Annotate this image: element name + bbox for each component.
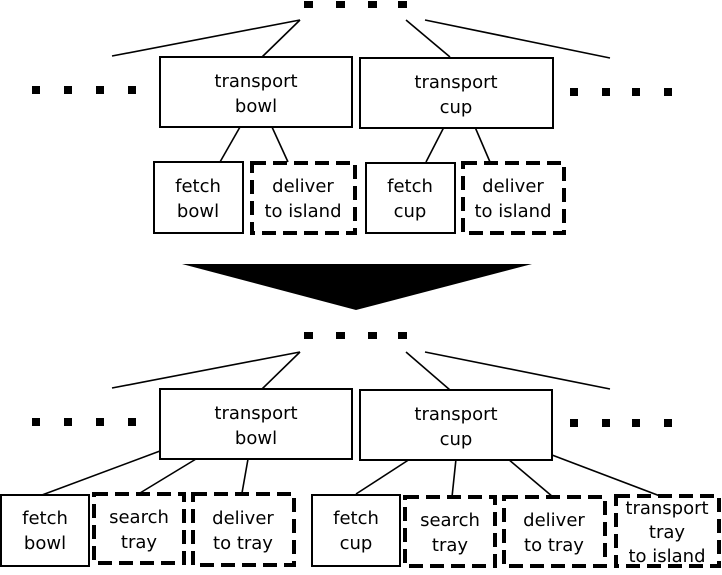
before-node-transport-bowl: transport bowl: [159, 56, 353, 128]
before-node-deliver-to-island-1: deliver to island: [250, 161, 357, 235]
node-label: search: [109, 507, 169, 528]
after-top-ellipsis: [304, 332, 407, 339]
after-node-fetch-bowl: fetch bowl: [0, 494, 90, 567]
after-left-ellipsis: [32, 418, 136, 426]
node-label: bowl: [24, 533, 66, 554]
after-node-transport-cup: transport cup: [359, 389, 553, 461]
node-label: bowl: [235, 428, 277, 449]
node-label: cup: [440, 97, 473, 118]
node-label: fetch: [387, 176, 433, 197]
node-label: to island: [474, 201, 551, 222]
node-label: to island: [628, 546, 705, 567]
node-label: to island: [264, 201, 341, 222]
node-label: deliver: [523, 510, 585, 531]
after-node-deliver-to-tray-2: deliver to tray: [502, 495, 607, 568]
node-label: cup: [440, 429, 473, 450]
after-lower-edges: [41, 450, 661, 498]
before-top-ellipsis: [304, 1, 407, 8]
before-tree: transport bowl transport cup fetch bowl …: [32, 1, 672, 235]
after-node-transport-bowl: transport bowl: [159, 388, 353, 460]
before-node-deliver-to-island-2: deliver to island: [461, 161, 566, 235]
node-label: bowl: [235, 96, 277, 117]
node-label: tray: [649, 522, 685, 543]
after-node-deliver-to-tray-1: deliver to tray: [191, 492, 296, 567]
node-label: deliver: [482, 176, 544, 197]
after-right-ellipsis: [570, 419, 672, 427]
node-label: cup: [394, 201, 427, 222]
after-node-search-tray-2: search tray: [403, 495, 497, 568]
after-node-transport-tray-to-island: transport tray to island: [614, 494, 721, 568]
node-label: tray: [432, 535, 468, 556]
node-label: tray: [121, 532, 157, 553]
node-label: transport: [214, 71, 297, 92]
node-label: deliver: [272, 176, 334, 197]
node-label: deliver: [212, 508, 274, 529]
transformation-arrow: [182, 264, 532, 310]
node-label: cup: [340, 533, 373, 554]
node-label: transport: [625, 498, 708, 519]
node-label: fetch: [333, 508, 379, 529]
before-node-fetch-cup: fetch cup: [365, 162, 456, 234]
node-label: search: [420, 510, 480, 531]
node-label: transport: [214, 403, 297, 424]
before-lower-edges: [219, 126, 491, 163]
node-label: transport: [414, 72, 497, 93]
before-node-transport-cup: transport cup: [359, 57, 554, 129]
before-node-fetch-bowl: fetch bowl: [153, 161, 244, 234]
node-label: to tray: [524, 535, 584, 556]
node-label: fetch: [22, 508, 68, 529]
after-node-fetch-cup: fetch cup: [311, 494, 401, 567]
before-right-ellipsis: [570, 88, 672, 96]
before-left-ellipsis: [32, 86, 136, 94]
after-upper-edges: [111, 351, 611, 391]
node-label: transport: [414, 404, 497, 425]
after-tree: transport bowl transport cup fetch bowl …: [0, 332, 721, 568]
before-upper-edges: [111, 19, 611, 59]
node-label: fetch: [175, 176, 221, 197]
node-label: to tray: [213, 533, 273, 554]
node-label: bowl: [177, 201, 219, 222]
after-node-search-tray-1: search tray: [92, 492, 186, 565]
